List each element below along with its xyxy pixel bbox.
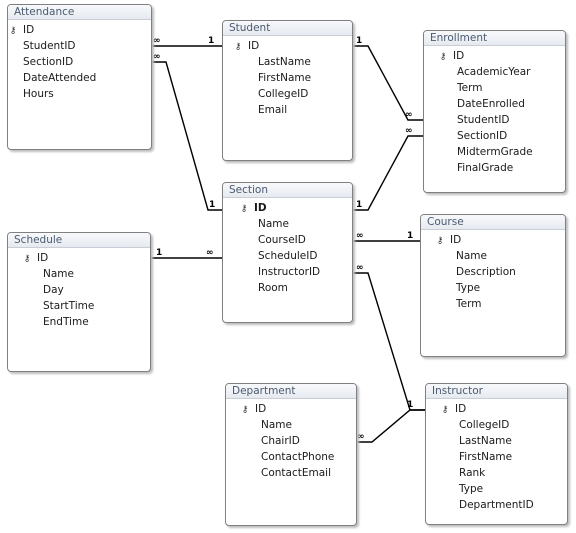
field-row[interactable]: Name <box>258 218 289 230</box>
rel-attendance-section[interactable]: ∞ 1 <box>152 52 222 211</box>
rel-one-label: 1 <box>356 200 362 210</box>
table-title: Course <box>421 215 565 230</box>
table-title: Schedule <box>8 233 150 248</box>
field-row[interactable]: SectionID <box>23 56 74 68</box>
key-icon: ⚷ <box>439 52 447 62</box>
field-row[interactable]: Email <box>258 104 288 116</box>
field-row[interactable]: Description <box>456 266 516 278</box>
rel-one-label: 1 <box>407 231 413 241</box>
field-row[interactable]: Name <box>43 268 74 280</box>
field-row[interactable]: FinalGrade <box>457 162 514 174</box>
field-row[interactable]: ContactEmail <box>261 467 331 479</box>
field-row[interactable]: DateEnrolled <box>457 98 525 110</box>
field-row[interactable]: LastName <box>258 56 311 68</box>
field-row[interactable]: ⚷ID <box>8 250 150 266</box>
key-icon: ⚷ <box>241 405 249 415</box>
rel-many-label: ∞ <box>356 263 364 273</box>
field-row[interactable]: CollegeID <box>258 88 309 100</box>
field-row[interactable]: DepartmentID <box>459 499 534 511</box>
key-icon: ⚷ <box>240 204 248 214</box>
field-row[interactable]: FirstName <box>459 451 513 463</box>
field-row[interactable]: ⚷ID <box>426 401 567 417</box>
rel-many-label: ∞ <box>153 36 161 46</box>
field-row[interactable]: CourseID <box>258 234 306 246</box>
table-attendance[interactable]: Attendance ⚷ID StudentID SectionID DateA… <box>7 4 152 150</box>
field-row[interactable]: Day <box>43 284 64 296</box>
field-row[interactable]: ⚷ID <box>226 401 356 417</box>
field-row[interactable]: Rank <box>459 467 486 479</box>
field-row[interactable]: DateAttended <box>23 72 97 84</box>
field-row[interactable]: ChairID <box>261 435 300 447</box>
table-title: Department <box>226 384 356 399</box>
field-row[interactable]: ⚷ID <box>8 22 151 38</box>
table-title: Section <box>223 183 352 198</box>
rel-one-label: 1 <box>156 248 162 258</box>
field-row[interactable]: ⚷ID <box>223 200 352 216</box>
table-enrollment[interactable]: Enrollment ⚷ID AcademicYear Term DateEnr… <box>423 30 566 193</box>
field-row[interactable]: Name <box>456 250 487 262</box>
table-student[interactable]: Student ⚷ID LastName FirstName CollegeID… <box>222 20 353 161</box>
table-schedule[interactable]: Schedule ⚷ID Name Day StartTime EndTime <box>7 232 151 372</box>
field-row[interactable]: Hours <box>23 88 54 100</box>
rel-section-schedule[interactable]: 1 ∞ <box>151 248 222 259</box>
rel-many-label: ∞ <box>405 126 413 136</box>
field-row[interactable]: InstructorID <box>258 266 321 278</box>
field-row[interactable]: Term <box>457 82 483 94</box>
field-row[interactable]: ContactPhone <box>261 451 335 463</box>
key-icon: ⚷ <box>436 236 444 246</box>
key-icon: ⚷ <box>441 405 449 415</box>
field-row[interactable]: StudentID <box>457 114 510 126</box>
rel-section-course[interactable]: ∞ 1 <box>353 231 420 242</box>
rel-one-label: 1 <box>407 400 413 410</box>
field-row[interactable]: Type <box>456 282 481 294</box>
rel-one-label: 1 <box>209 200 215 210</box>
field-row[interactable]: AcademicYear <box>457 66 531 78</box>
field-row[interactable]: Term <box>456 298 482 310</box>
field-row[interactable]: Room <box>258 282 288 294</box>
rel-enrollment-student[interactable]: 1 ∞ <box>353 36 423 121</box>
rel-many-label: ∞ <box>357 432 365 442</box>
table-title: Attendance <box>8 5 151 20</box>
table-section[interactable]: Section ⚷ID Name CourseID ScheduleID Ins… <box>222 182 353 323</box>
rel-many-label: ∞ <box>206 248 214 258</box>
table-title: Instructor <box>426 384 567 399</box>
key-icon: ⚷ <box>9 26 17 36</box>
table-department[interactable]: Department ⚷ID Name ChairID ContactPhone… <box>225 383 357 526</box>
field-row[interactable]: ⚷ID <box>421 232 565 248</box>
rel-one-label: 1 <box>356 36 362 46</box>
table-title: Enrollment <box>424 31 565 46</box>
rel-many-label: ∞ <box>153 52 161 62</box>
field-row[interactable]: EndTime <box>43 316 89 328</box>
rel-instructor-department[interactable]: ∞ <box>357 409 425 443</box>
field-row[interactable]: LastName <box>459 435 512 447</box>
field-row[interactable]: ScheduleID <box>258 250 318 262</box>
table-instructor[interactable]: Instructor ⚷ID CollegeID LastName FirstN… <box>425 383 568 525</box>
key-icon: ⚷ <box>234 42 242 52</box>
field-row[interactable]: ⚷ID <box>223 38 352 54</box>
rel-section-instructor[interactable]: ∞ 1 <box>353 263 425 411</box>
field-row[interactable]: Name <box>261 419 292 431</box>
field-row[interactable]: ⚷ID <box>424 48 565 64</box>
field-row[interactable]: FirstName <box>258 72 312 84</box>
field-row[interactable]: Type <box>459 483 484 495</box>
field-row[interactable]: SectionID <box>457 130 508 142</box>
rel-one-label: 1 <box>208 36 214 46</box>
field-row[interactable]: StartTime <box>43 300 95 312</box>
field-row[interactable]: MidtermGrade <box>457 146 533 158</box>
rel-attendance-student[interactable]: ∞ 1 <box>152 36 222 47</box>
field-row[interactable]: StudentID <box>23 40 76 52</box>
rel-enrollment-section[interactable]: 1 ∞ <box>353 126 423 211</box>
field-row[interactable]: CollegeID <box>459 419 510 431</box>
table-title: Student <box>223 21 352 36</box>
key-icon: ⚷ <box>23 254 31 264</box>
rel-many-label: ∞ <box>356 231 364 241</box>
rel-many-label: ∞ <box>405 110 413 120</box>
table-course[interactable]: Course ⚷ID Name Description Type Term <box>420 214 566 357</box>
